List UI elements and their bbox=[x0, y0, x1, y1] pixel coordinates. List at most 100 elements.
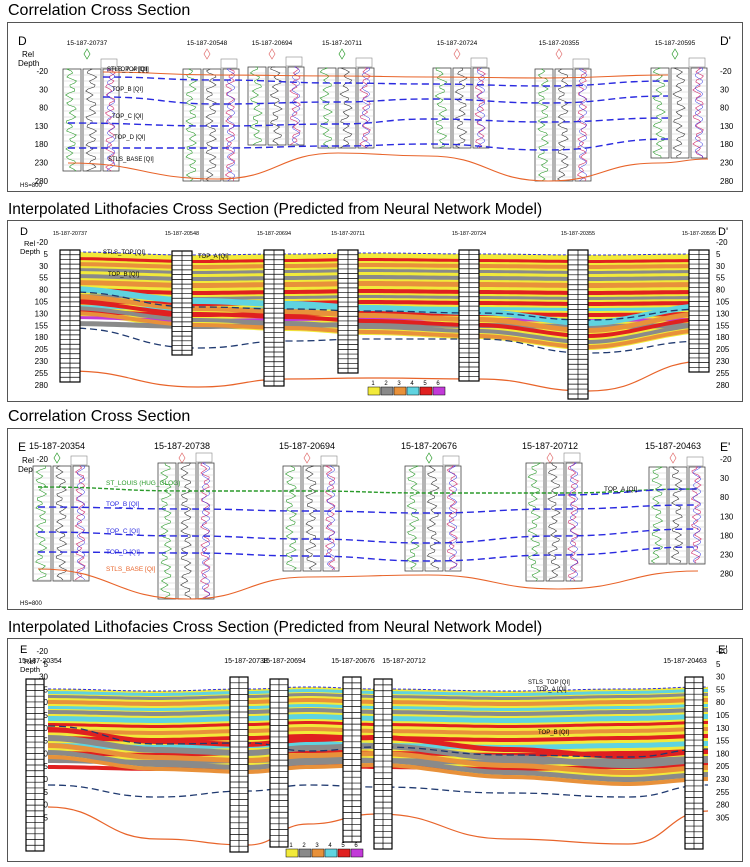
horizon-line-stls-base bbox=[67, 152, 709, 182]
log-curve-secondary bbox=[448, 465, 458, 571]
log-header bbox=[70, 455, 88, 466]
section-title-2: Interpolated Lithofacies Cross Section (… bbox=[8, 201, 543, 218]
depth-tick-right: 255 bbox=[716, 369, 730, 378]
well-log-log-curve bbox=[289, 66, 301, 146]
well-log-log-curve bbox=[74, 465, 86, 581]
depth-tick-left: 80 bbox=[39, 104, 48, 113]
legend-label: 4 bbox=[410, 381, 414, 387]
well-id-label: 15-187-20712 bbox=[382, 658, 426, 665]
section-end-left: E bbox=[18, 440, 26, 454]
facies-band-lower bbox=[68, 294, 708, 333]
depth-tick-left: -20 bbox=[36, 455, 48, 464]
well-log-log-curve bbox=[434, 67, 448, 149]
log-header bbox=[563, 452, 581, 463]
depth-tick-right: 180 bbox=[720, 140, 734, 149]
depth-tick-right: 130 bbox=[720, 512, 734, 521]
log-header bbox=[470, 57, 488, 68]
depth-tick-left: 30 bbox=[39, 262, 48, 271]
well-symbol-icon bbox=[671, 48, 679, 60]
well-symbol-icon bbox=[53, 452, 61, 464]
well-id-label: 15-187-20548 bbox=[187, 40, 228, 47]
facies-band bbox=[68, 274, 708, 281]
well-id-label: 15-187-20724 bbox=[437, 40, 478, 47]
log-curve-secondary bbox=[201, 462, 211, 600]
facies-band bbox=[68, 262, 708, 269]
depth-tick-right: 55 bbox=[716, 274, 725, 283]
horizontal-scale-label: HS=800 bbox=[20, 183, 43, 189]
well-log-track bbox=[322, 465, 340, 572]
depth-tick-right: 255 bbox=[716, 788, 730, 797]
horizon-label: TOP_B [QI] bbox=[112, 87, 143, 93]
well-log-log-curve bbox=[650, 466, 664, 564]
depth-tick-right: 80 bbox=[720, 104, 729, 113]
section-end-right: D' bbox=[718, 226, 728, 238]
legend-swatch bbox=[298, 848, 312, 858]
depth-tick-right: 30 bbox=[716, 262, 725, 271]
depth-tick-right: 230 bbox=[716, 357, 730, 366]
legend-label: 2 bbox=[302, 843, 306, 849]
well-symbol-icon bbox=[555, 48, 563, 60]
well-log-track bbox=[222, 68, 240, 182]
well-symbol-icon bbox=[203, 48, 211, 60]
well-symbol-icon bbox=[338, 48, 346, 60]
well-id-label: 15-187-20354 bbox=[18, 658, 62, 665]
horizon-label: TOP_A [QI] bbox=[117, 67, 148, 73]
horizon-label: TOP_B [QI] bbox=[538, 730, 569, 736]
well-log-log-curve bbox=[185, 68, 197, 182]
depth-label-depth: Depth bbox=[18, 59, 39, 68]
facies-band bbox=[68, 280, 708, 288]
depth-tick-right: 30 bbox=[716, 673, 725, 682]
depth-tick-right: 80 bbox=[720, 493, 729, 502]
depth-tick-left: 255 bbox=[35, 369, 49, 378]
horizon-label: TOP_C [QI] bbox=[106, 528, 140, 535]
well-log-log-curve bbox=[55, 465, 68, 581]
well-log-log-curve bbox=[692, 67, 705, 159]
horizon-label: TOP_B [QI] bbox=[106, 501, 140, 508]
well-symbol-icon bbox=[303, 452, 311, 464]
horizon-label: STLS_TOP [QI] bbox=[103, 250, 145, 256]
legend-label: 3 bbox=[315, 843, 319, 849]
log-header bbox=[100, 58, 118, 69]
well-log-log-curve bbox=[35, 465, 48, 581]
section-title-1: Correlation Cross Section bbox=[8, 2, 191, 19]
well-id-label: 15-187-20676 bbox=[331, 658, 375, 665]
well-log-track bbox=[668, 466, 688, 565]
depth-tick-right: 205 bbox=[716, 345, 730, 354]
horizon-line-top-d bbox=[37, 546, 699, 562]
well-id-label: 15-187-20694 bbox=[252, 40, 293, 47]
well-symbol-icon bbox=[178, 452, 186, 464]
depth-label-rel: Rel bbox=[24, 239, 36, 248]
well-id-label: 15-187-20724 bbox=[452, 231, 486, 237]
horizon-label: STLS_TOP [QI] bbox=[528, 680, 570, 686]
depth-tick-right: 130 bbox=[716, 724, 730, 733]
well-log-track bbox=[102, 68, 120, 172]
horizon-label: TOP_A [QI] bbox=[604, 486, 637, 493]
depth-tick-left: 105 bbox=[35, 298, 49, 307]
depth-tick-left: 280 bbox=[35, 381, 49, 390]
facies-band-lower bbox=[68, 286, 708, 326]
depth-label-rel: Rel bbox=[22, 50, 34, 59]
well-id-label: 15-187-20694 bbox=[262, 658, 306, 665]
well-id-label: 15-187-20463 bbox=[663, 658, 707, 665]
facies-band-lower bbox=[48, 743, 708, 775]
well-log-log-curve bbox=[406, 465, 420, 571]
horizon-line-top-a bbox=[102, 76, 669, 87]
depth-tick-right: 280 bbox=[720, 177, 734, 186]
legend-swatch bbox=[432, 386, 446, 396]
section-end-right: E' bbox=[720, 440, 730, 454]
depth-tick-right: 80 bbox=[716, 698, 725, 707]
legend-swatch bbox=[419, 386, 433, 396]
legend-label: 2 bbox=[384, 381, 388, 387]
depth-tick-left: 55 bbox=[39, 274, 48, 283]
legend-label: 4 bbox=[328, 843, 332, 849]
depth-tick-right: -20 bbox=[720, 455, 732, 464]
well-log-track bbox=[648, 466, 668, 565]
horizon-label: TOP_D [QI] bbox=[114, 135, 146, 141]
well-log-track bbox=[197, 462, 215, 600]
log-header bbox=[442, 455, 460, 466]
depth-tick-left: 130 bbox=[35, 309, 49, 318]
log-curve-secondary bbox=[476, 67, 486, 149]
lithofacies-chart-e: EE'RelDepth-20-2055303055558080105105130… bbox=[18, 644, 730, 858]
depth-tick-left: 155 bbox=[35, 321, 49, 330]
legend-swatch bbox=[380, 386, 394, 396]
